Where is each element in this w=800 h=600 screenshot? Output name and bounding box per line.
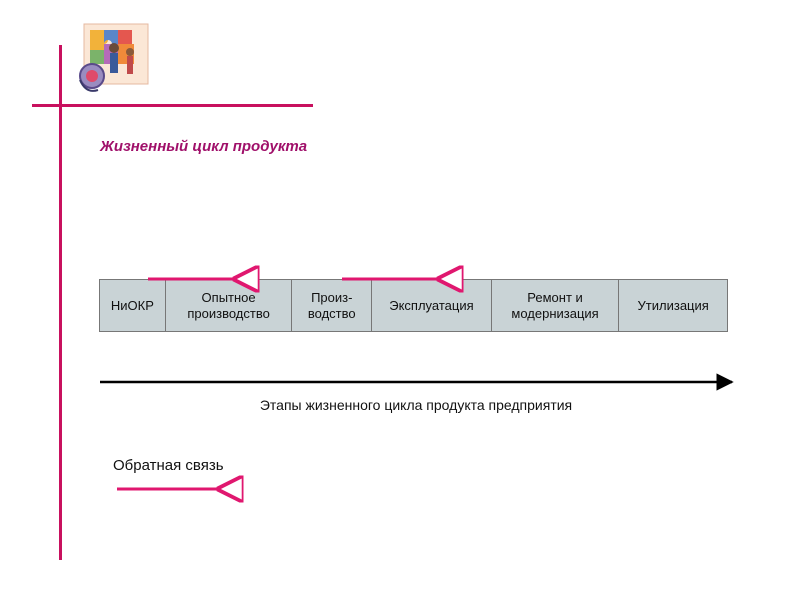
puzzle-people-logo-icon [79,23,149,92]
axis-caption: Этапы жизненного цикла продукта предприя… [259,397,573,413]
stage-repair-modernization: Ремонт и модернизация [491,280,620,331]
stage-niokr: НиОКР [100,280,166,331]
stage-production: Произ-водство [292,280,373,331]
page-title: Жизненный цикл продукта [100,138,308,155]
decorative-horizontal-line [32,104,313,107]
stage-disposal: Утилизация [619,280,727,331]
legend-feedback-label: Обратная связь [113,457,224,474]
stage-operation: Эксплуатация [372,280,492,331]
stage-pilot-production: Опытное производство [165,280,293,331]
decorative-vertical-line [59,45,62,560]
